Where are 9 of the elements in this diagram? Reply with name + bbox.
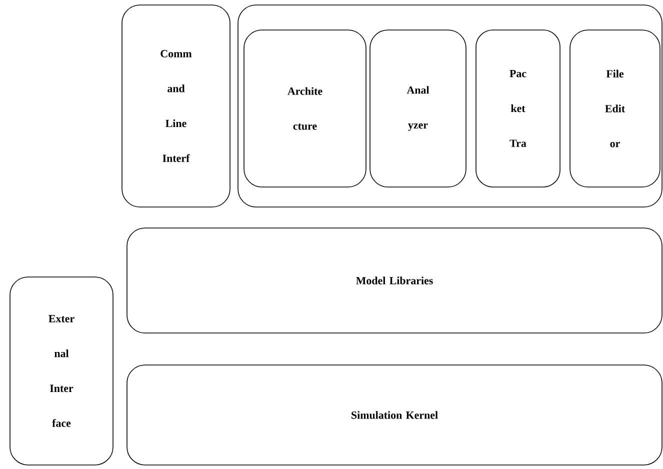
component-box: Archite cture xyxy=(244,30,366,188)
component-box: Exter nal Inter face xyxy=(10,276,114,466)
component-box: File Edit or xyxy=(570,30,660,188)
component-box: Model Libraries xyxy=(126,228,662,334)
component-box: Comm and Line Interf xyxy=(122,4,230,208)
component-box: Pac ket Tra xyxy=(476,30,560,188)
component-box: Anal yzer xyxy=(370,30,466,188)
panel-box xyxy=(238,4,662,208)
component-box: Simulation Kernel xyxy=(126,364,662,466)
